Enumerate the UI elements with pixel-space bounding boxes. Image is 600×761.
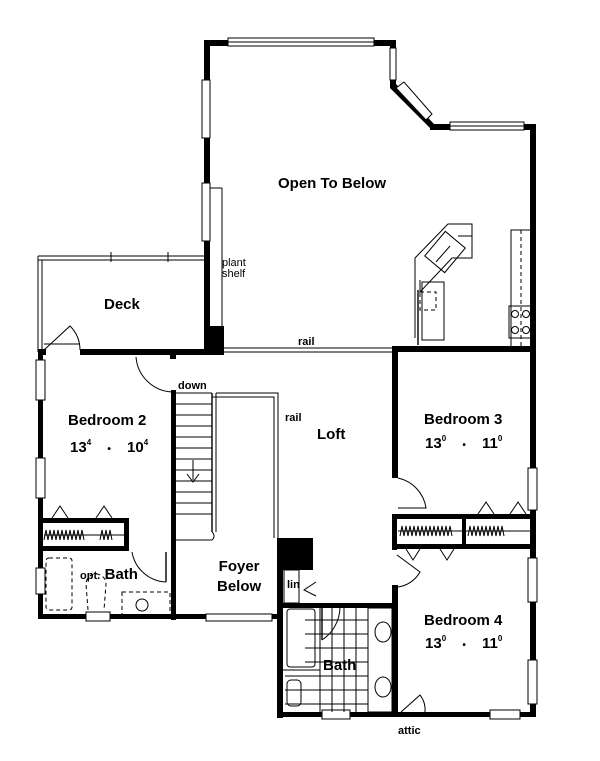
bedroom-4-width-inches: 0 <box>441 634 447 643</box>
dimension-separator: • <box>462 640 466 651</box>
bath-fixtures <box>45 557 393 713</box>
room-label-bedroom-2: Bedroom 2 <box>68 412 147 429</box>
bedroom-2-dimensions: 134 • 104 <box>70 438 149 456</box>
room-label-bath: Bath <box>323 657 357 674</box>
linen-closet-label: lin <box>287 579 300 591</box>
plant-shelf-line2: shelf <box>222 268 246 280</box>
bedroom-4-depth-inches: 0 <box>497 634 503 643</box>
deck-outline <box>37 252 204 352</box>
room-label-loft: Loft <box>317 426 346 443</box>
kitchen-below-fixtures <box>414 223 534 349</box>
room-label-bedroom-4: Bedroom 4 <box>424 612 503 629</box>
rail-line <box>224 347 394 353</box>
rail-label-side: rail <box>285 412 302 424</box>
bedroom-3-width: 13 <box>425 435 442 452</box>
rail-label-top: rail <box>298 336 315 348</box>
room-label-open-to-below: Open To Below <box>278 175 387 192</box>
plant-shelf-column <box>206 326 224 352</box>
windows-open-area <box>201 37 525 355</box>
room-label-deck: Deck <box>104 296 140 313</box>
foyer-line1: Foyer <box>218 558 260 575</box>
closet-details <box>43 501 530 561</box>
foyer-line2: Below <box>217 578 262 595</box>
opt-prefix: opt. <box>80 570 101 582</box>
bedroom-3-depth-inches: 0 <box>497 434 503 443</box>
bedroom-2-depth-inches: 4 <box>143 438 149 447</box>
bedroom-2-width: 13 <box>70 439 87 456</box>
attic-label: attic <box>398 725 421 737</box>
down-label: down <box>178 380 207 392</box>
dimension-separator: • <box>107 444 111 455</box>
bedroom-3-dimensions: 130 • 110 <box>425 434 503 452</box>
room-label-foyer-below: Foyer Below <box>217 557 261 597</box>
opt-bath-name: Bath <box>104 566 138 583</box>
bedroom-4-depth: 11 <box>482 635 498 652</box>
staircase <box>176 392 279 541</box>
plant-shelf-label: plant shelf <box>222 258 246 280</box>
plant-shelf-line1: plant <box>222 257 246 269</box>
room-label-bedroom-3: Bedroom 3 <box>424 411 503 428</box>
open-to-below-walls <box>204 40 536 350</box>
door-swings <box>131 356 427 713</box>
bedroom-4-width: 13 <box>425 635 442 652</box>
bedroom-3-depth: 11 <box>482 435 498 452</box>
room-label-opt-bath: opt. Bath <box>80 567 138 583</box>
dimension-separator: • <box>462 440 466 451</box>
bedroom-4-dimensions: 130 • 110 <box>425 634 503 652</box>
bedroom-3-width-inches: 0 <box>441 434 447 443</box>
windows-lower <box>35 359 538 720</box>
bedroom-2-width-inches: 4 <box>86 438 92 447</box>
bedroom-2-depth: 10 <box>127 439 144 456</box>
